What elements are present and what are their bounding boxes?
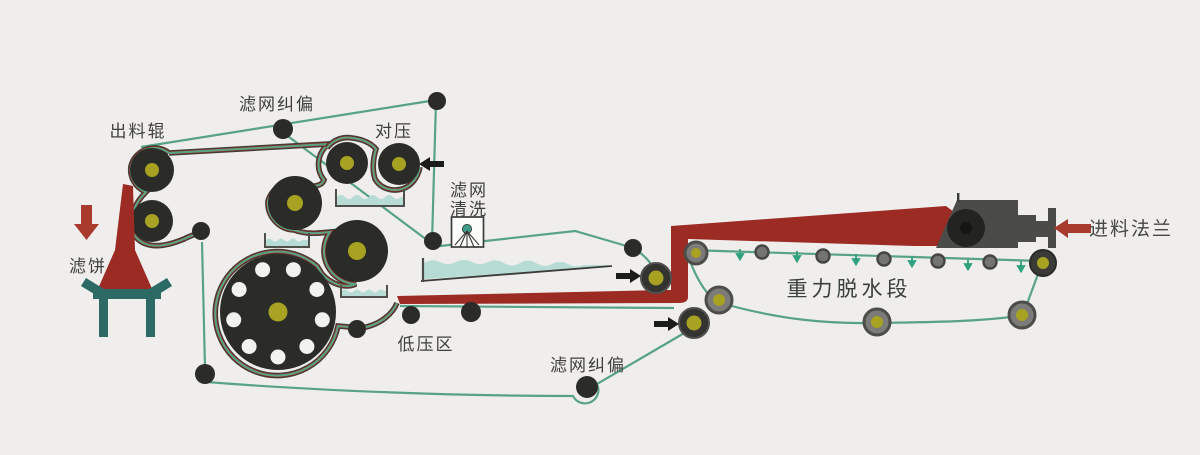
tray-wall xyxy=(335,189,405,207)
roller-core xyxy=(145,214,159,228)
belt-direction-arrow-icon xyxy=(616,269,641,283)
gravity-belt-top-line xyxy=(687,248,1042,263)
drain-arrow-icon xyxy=(735,249,745,262)
press-corner xyxy=(640,240,734,339)
rollers xyxy=(130,92,642,398)
label-mesh-wash-1: 滤网 xyxy=(450,181,488,200)
flow-arrows xyxy=(74,157,1091,331)
band-under-mesh-line xyxy=(399,304,675,310)
wedge-water xyxy=(424,260,609,279)
counter-press-belt xyxy=(324,134,423,193)
label-discharge-roller: 出料辊 xyxy=(110,122,167,141)
filter-cake-stream xyxy=(97,184,153,291)
feed-in-arrow-icon xyxy=(1054,219,1091,238)
label-gravity-dewatering: 重力脱水段 xyxy=(787,277,912,301)
lower-mesh-left-line xyxy=(200,241,207,369)
corner-roller-top xyxy=(428,92,446,110)
feed-pipe-stub xyxy=(1036,221,1048,237)
roller-core xyxy=(348,242,366,260)
drain-arrow-icon xyxy=(963,259,973,272)
roller-core xyxy=(145,163,159,177)
roller-core xyxy=(340,156,354,170)
roller-core xyxy=(713,294,725,306)
cart-leg-right xyxy=(146,299,155,337)
label-feed-flange: 进料法兰 xyxy=(1089,218,1173,240)
label-filter-cake: 滤饼 xyxy=(69,257,107,276)
wash-station-roller xyxy=(424,232,442,250)
drum-core xyxy=(268,302,288,322)
deck-roller xyxy=(815,248,831,264)
perforated-drum xyxy=(220,254,336,370)
guide-roller xyxy=(624,239,642,257)
tray-water xyxy=(342,289,386,296)
drain-arrows xyxy=(735,249,1026,274)
roller-core xyxy=(287,195,303,211)
low-pressure-roller xyxy=(402,306,420,324)
cart-top xyxy=(93,289,161,299)
mesh-vertical-line xyxy=(430,100,438,243)
drain-arrow-icon xyxy=(907,256,917,269)
feed-vent-pin xyxy=(957,193,960,202)
roller-core xyxy=(871,316,883,328)
wedge-lower-mesh-line xyxy=(420,265,613,282)
diagram-labels: 滤网纠偏 出料辊 对压 滤网 清洗 滤饼 低压区 滤网纠偏 重力脱水段 进料法兰 xyxy=(69,95,1173,375)
drain-arrow-icon xyxy=(1016,261,1026,274)
low-pressure-roller xyxy=(461,302,481,322)
mesh-wash-station xyxy=(450,216,485,248)
roller-core xyxy=(691,248,701,258)
label-belt-tracking-bottom: 滤网纠偏 xyxy=(550,356,626,375)
wedge-zone xyxy=(420,258,613,282)
label-counter-press: 对压 xyxy=(375,122,413,141)
feed-flange-plate xyxy=(1048,208,1056,248)
deck-roller xyxy=(930,253,946,269)
gravity-section xyxy=(735,244,1057,337)
collection-cart xyxy=(81,278,172,337)
tray-wall xyxy=(264,233,310,248)
guide-roller xyxy=(348,320,366,338)
roller-core xyxy=(1016,309,1028,321)
cart-leg-left xyxy=(99,299,108,337)
roller-core xyxy=(1037,257,1049,269)
sludge-band xyxy=(397,206,954,304)
tray-water xyxy=(337,195,403,205)
deck-roller xyxy=(982,254,998,270)
tracking-roller-top xyxy=(273,119,293,139)
drain-arrow-icon xyxy=(851,254,861,267)
guide-roller xyxy=(192,222,210,240)
tracking-roller-bottom xyxy=(576,376,598,398)
counter-press-arrow-icon xyxy=(419,157,444,171)
drain-arrow-icon xyxy=(792,251,802,264)
label-mesh-wash-2: 清洗 xyxy=(450,200,488,219)
mesh-diagonal-line xyxy=(284,133,432,244)
label-belt-tracking-top: 滤网纠偏 xyxy=(239,95,315,114)
roller-core xyxy=(648,270,664,286)
label-low-pressure-zone: 低压区 xyxy=(398,335,455,354)
drum-perforations xyxy=(226,262,330,365)
deck-roller xyxy=(754,244,770,260)
cake-drop-arrow-icon xyxy=(74,205,99,240)
spray-jets xyxy=(454,230,480,248)
feed-unit xyxy=(936,193,1056,248)
belt-direction-arrow-icon xyxy=(654,317,679,331)
corner-roller-bottom-left xyxy=(195,364,215,384)
water-trays xyxy=(264,189,405,298)
lower-mesh-bottom-line xyxy=(206,331,687,405)
tray-wall xyxy=(340,285,388,298)
roller-core xyxy=(686,315,702,331)
tray-water xyxy=(266,238,308,246)
roller-core xyxy=(392,157,406,171)
deck-roller xyxy=(876,251,892,267)
feed-pump-hub xyxy=(960,222,972,234)
